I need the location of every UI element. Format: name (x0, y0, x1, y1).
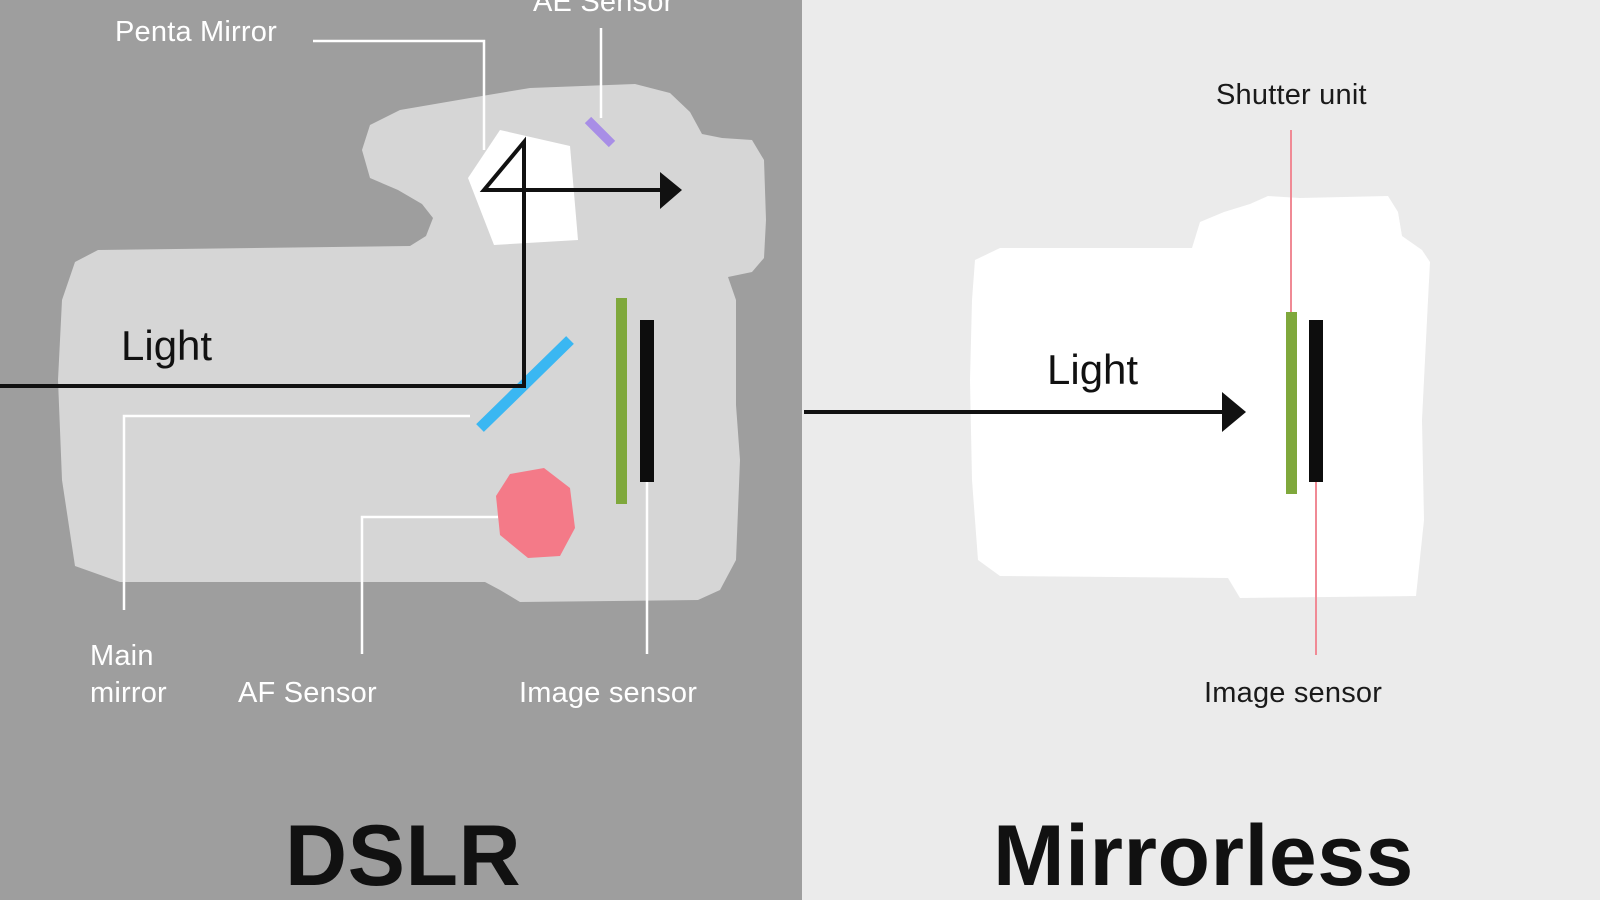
af-sensor-leader (360, 515, 498, 654)
mirrorless-light-arrowhead (1222, 392, 1246, 432)
mirrorless-shutter-shape (1286, 312, 1297, 494)
mirrorless-image-sensor-shape (1309, 320, 1323, 482)
mirrorless-camera-body (970, 196, 1430, 598)
mirrorless-title: Mirrorless (993, 808, 1414, 904)
dslr-camera-body (58, 84, 766, 602)
ae-sensor-shape (584, 116, 616, 148)
af-sensor-label: AF Sensor (238, 677, 377, 709)
penta-mirror-leader (313, 39, 486, 150)
dslr-light-path (0, 136, 668, 388)
dslr-shutter-shape (616, 298, 627, 504)
penta-mirror-label: Penta Mirror (115, 16, 277, 48)
main-mirror-label: Main mirror (90, 640, 167, 709)
ae-sensor-label: AE Sensor (533, 0, 674, 18)
mirrorless-image-sensor-label: Image sensor (1204, 677, 1383, 709)
dslr-light-label: Light (121, 322, 213, 369)
main-mirror-leader (122, 414, 470, 610)
mirrorless-light-label: Light (1047, 346, 1139, 393)
shutter-unit-label: Shutter unit (1216, 79, 1367, 111)
dslr-image-sensor-label: Image sensor (519, 677, 698, 709)
dslr-title: DSLR (285, 808, 522, 904)
af-sensor-shape (496, 468, 575, 558)
dslr-image-sensor-shape (640, 320, 654, 482)
dslr-light-arrowhead (660, 172, 682, 209)
